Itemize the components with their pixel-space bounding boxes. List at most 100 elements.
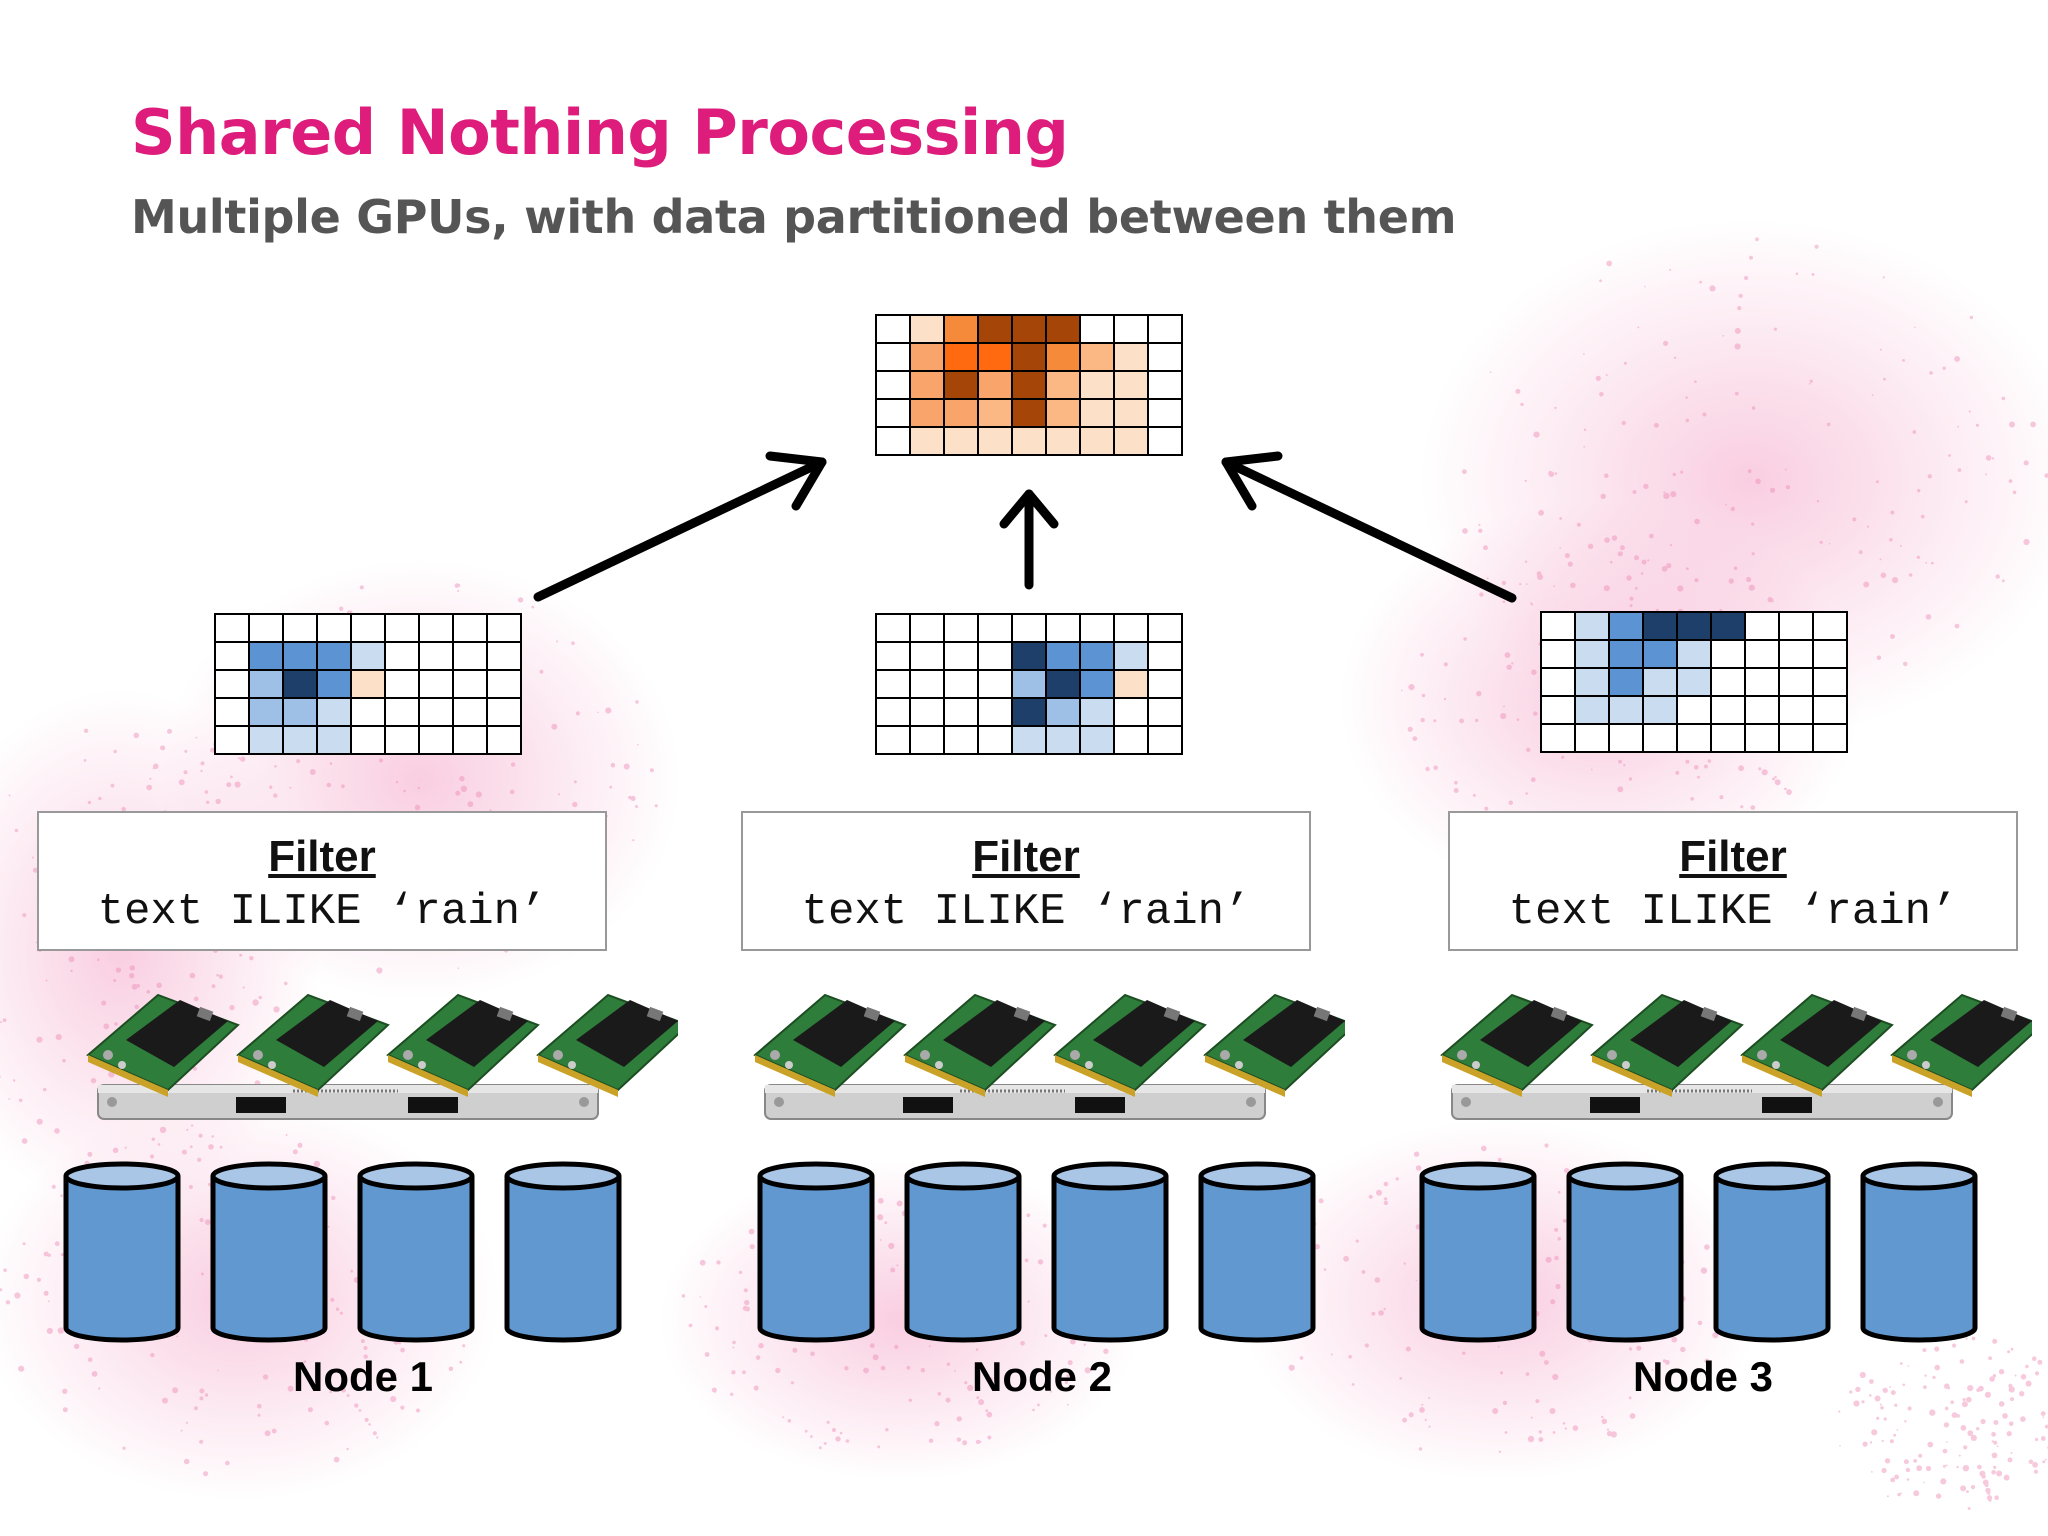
grid-row xyxy=(214,641,522,671)
grid-cell xyxy=(1079,641,1115,671)
grid-cell xyxy=(875,426,911,456)
grid-cell xyxy=(943,613,979,643)
grid-cell xyxy=(350,725,386,755)
grid-cell xyxy=(977,641,1013,671)
grid-cell xyxy=(1147,641,1183,671)
gpu-card-icon xyxy=(1440,993,1594,1097)
grid-cell xyxy=(875,342,911,372)
grid-cell xyxy=(943,426,979,456)
grid-cell xyxy=(1113,697,1149,727)
grid-cell xyxy=(452,641,488,671)
grid-cell xyxy=(909,697,945,727)
grid-cell xyxy=(214,641,250,671)
grid-cell xyxy=(1642,695,1678,725)
grid-cell xyxy=(1147,725,1183,755)
gpu-card-icon xyxy=(1740,993,1894,1097)
node-2-label: Node 2 xyxy=(971,1353,1113,1400)
grid-cell xyxy=(1147,426,1183,456)
grid-cell xyxy=(214,697,250,727)
grid-cell xyxy=(282,697,318,727)
grid-cell xyxy=(943,398,979,428)
grid-cell xyxy=(1113,641,1149,671)
grid-cell xyxy=(248,669,284,699)
grid-cell xyxy=(486,697,522,727)
grid-row xyxy=(214,697,522,727)
gpu-card-icon xyxy=(1590,993,1744,1097)
grid-cell xyxy=(486,641,522,671)
grid-cell xyxy=(452,613,488,643)
node-2-heatmap-grid xyxy=(875,613,1183,755)
grid-cell xyxy=(1744,723,1780,753)
grid-cell xyxy=(350,697,386,727)
grid-row xyxy=(875,613,1183,643)
grid-row xyxy=(1540,723,1848,753)
database-cylinder-icon xyxy=(757,1161,875,1343)
grid-cell xyxy=(1778,667,1814,697)
grid-cell xyxy=(1540,723,1576,753)
grid-cell xyxy=(1045,641,1081,671)
grid-cell xyxy=(1045,613,1081,643)
grid-cell xyxy=(943,725,979,755)
grid-cell xyxy=(909,342,945,372)
node-1-storage-group xyxy=(63,1161,622,1343)
grid-cell xyxy=(1710,667,1746,697)
grid-cell xyxy=(1744,639,1780,669)
grid-cell xyxy=(1113,342,1149,372)
grid-cell xyxy=(1011,426,1047,456)
grid-cell xyxy=(1079,426,1115,456)
grid-cell xyxy=(1147,314,1183,344)
grid-cell xyxy=(1540,667,1576,697)
node-3-filter-box: Filter text ILIKE ‘rain’ xyxy=(1448,811,2018,951)
grid-cell xyxy=(1147,342,1183,372)
node-3-server-icon xyxy=(1440,993,2032,1120)
filter-label: Filter xyxy=(268,832,376,881)
grid-cell xyxy=(1113,314,1149,344)
page-title: Shared Nothing Processing xyxy=(131,96,1069,169)
result-heatmap-grid xyxy=(875,314,1183,456)
grid-cell xyxy=(1113,426,1149,456)
grid-cell xyxy=(1079,370,1115,400)
grid-cell xyxy=(1079,725,1115,755)
grid-row xyxy=(1540,667,1848,697)
grid-cell xyxy=(977,613,1013,643)
grid-cell xyxy=(943,669,979,699)
grid-row xyxy=(1540,695,1848,725)
grid-cell xyxy=(977,426,1013,456)
node-3-storage-group xyxy=(1419,1161,1978,1343)
grid-cell xyxy=(1011,669,1047,699)
grid-cell xyxy=(418,669,454,699)
grid-cell xyxy=(1676,639,1712,669)
grid-cell xyxy=(977,669,1013,699)
grid-cell xyxy=(1642,667,1678,697)
grid-cell xyxy=(384,613,420,643)
grid-cell xyxy=(1045,426,1081,456)
grid-cell xyxy=(1540,695,1576,725)
grid-cell xyxy=(1011,697,1047,727)
grid-cell xyxy=(1778,611,1814,641)
grid-cell xyxy=(1079,342,1115,372)
grid-cell xyxy=(1045,398,1081,428)
gpu-card-icon xyxy=(536,993,678,1097)
node-1-filter-box: Filter text ILIKE ‘rain’ xyxy=(37,811,607,951)
grid-cell xyxy=(350,613,386,643)
grid-cell xyxy=(1710,695,1746,725)
grid-cell xyxy=(214,669,250,699)
grid-row xyxy=(1540,639,1848,669)
grid-cell xyxy=(316,697,352,727)
grid-cell xyxy=(1147,398,1183,428)
grid-cell xyxy=(875,697,911,727)
grid-cell xyxy=(1113,725,1149,755)
grid-cell xyxy=(875,725,911,755)
grid-cell xyxy=(943,370,979,400)
grid-cell xyxy=(1079,669,1115,699)
grid-cell xyxy=(1045,697,1081,727)
database-cylinder-icon xyxy=(357,1161,475,1343)
grid-cell xyxy=(977,697,1013,727)
grid-cell xyxy=(1778,695,1814,725)
grid-cell xyxy=(1113,370,1149,400)
grid-cell xyxy=(1608,611,1644,641)
grid-cell xyxy=(418,613,454,643)
grid-cell xyxy=(1744,611,1780,641)
grid-cell xyxy=(350,641,386,671)
grid-cell xyxy=(1608,667,1644,697)
